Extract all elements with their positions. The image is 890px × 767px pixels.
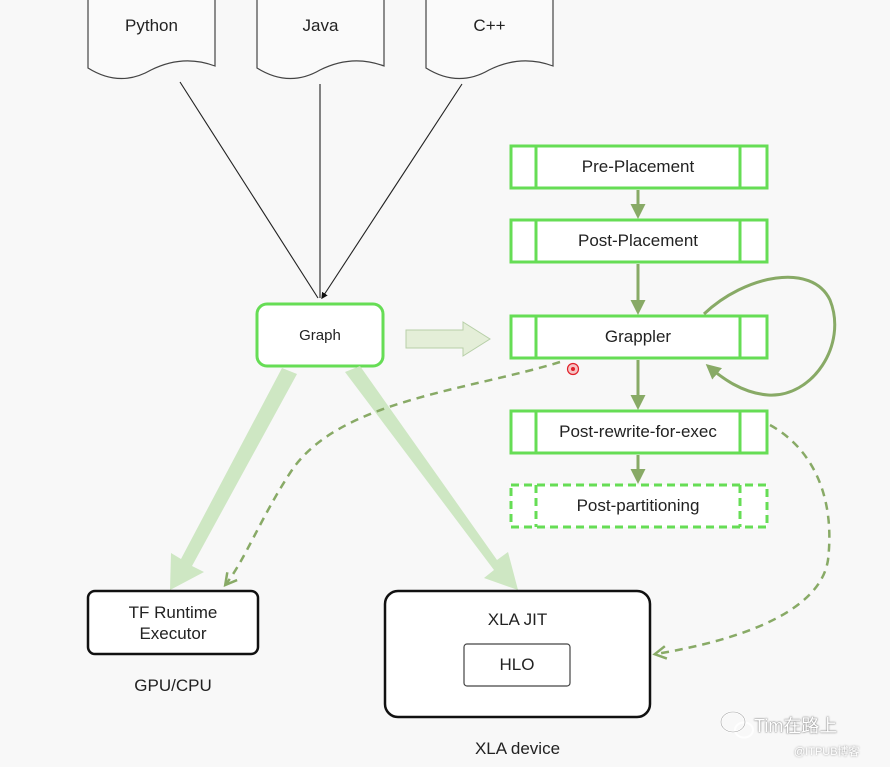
stage-post-placement <box>509 218 769 264</box>
grappler-to-tf-runtime-dashed-arrow <box>226 360 561 584</box>
graph-to-xla-jit-arrow <box>345 366 518 590</box>
graph-to-pipeline-arrow <box>405 321 491 357</box>
tf-runtime-box <box>86 589 260 656</box>
post-rewrite-to-xla-jit-dashed-arrow <box>656 423 831 654</box>
python-to-graph-line <box>179 81 319 299</box>
stage-post-partitioning <box>509 483 769 529</box>
cpp-to-graph-line <box>321 83 463 300</box>
grappler-loop-arrow <box>702 275 837 397</box>
stage-pre-placement <box>509 144 769 190</box>
cursor-dot-center <box>571 367 575 371</box>
hlo-box <box>463 643 571 687</box>
python-doc-shape <box>87 0 216 80</box>
graph-node <box>255 302 385 368</box>
wechat-icon <box>720 711 754 739</box>
java-doc-shape <box>256 0 385 80</box>
cpp-doc-shape <box>425 0 554 80</box>
graph-to-tf-runtime-arrow <box>170 368 297 590</box>
stage-post-rewrite <box>509 409 769 455</box>
stage-grappler <box>509 314 769 360</box>
